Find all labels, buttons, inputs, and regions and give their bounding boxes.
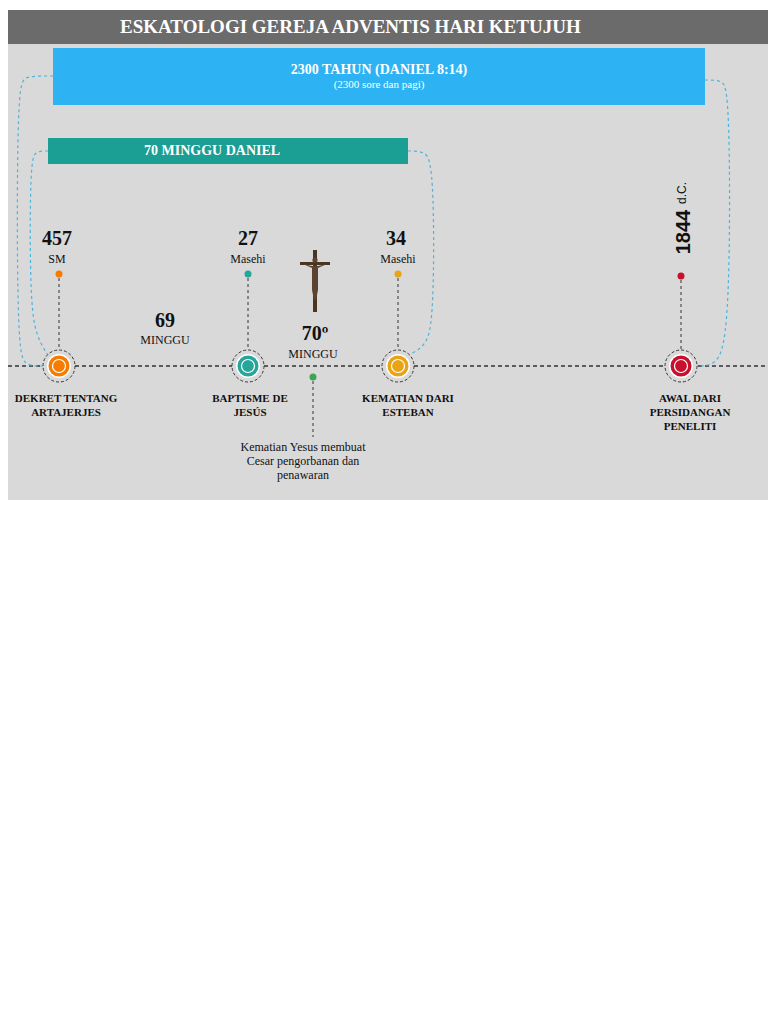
bracket-connector [697,80,730,366]
timeline-line [698,365,768,366]
circle-inner-ring [53,360,66,373]
circle-outline [232,350,264,382]
event-label: AWAL DARI PERSIDANGAN PENELITI [633,392,747,433]
year-dot [678,273,685,280]
circle-outline [382,350,414,382]
event-label: KEMATIAN DARI ESTEBAN [354,392,462,420]
leader-line [681,280,682,349]
number-label: 457 [40,227,74,250]
event-circle: BAPTISME DE JESÚS [231,349,265,383]
unit-label: d.C. [676,180,690,206]
circle-fill [388,356,409,377]
number-label: 69 [153,309,177,332]
circle-marker [381,349,415,383]
circle-fill [238,356,259,377]
event-circle: DEKRET TENTANG ARTAJERJES [42,349,76,383]
number-label: 34 [384,227,408,250]
event-dot [310,374,317,381]
timeline-connector [414,365,665,366]
unit-label: MINGGU [286,348,339,362]
circle-inner-ring [392,360,405,373]
event-note: Kematian Yesus membuat Cesar pengorbanan… [226,441,380,482]
bracket-connector [17,76,53,366]
circle-fill [671,356,692,377]
period-band: 70 MINGGU DANIEL [48,138,408,164]
bracket-connector [30,151,48,355]
year-dot [56,271,63,278]
unit-label: Masehi [228,253,267,267]
band-heading: 70 MINGGU DANIEL [144,143,402,160]
circle-fill [49,356,70,377]
circle-marker [664,349,698,383]
diagram-title: ESKATOLOGI GEREJA ADVENTIS HARI KETUJUH [8,10,768,44]
unit-label: SM [46,253,67,267]
timeline-connector [264,365,382,366]
circle-marker [42,349,76,383]
leader-line [398,278,399,349]
number-label: 70º [300,322,331,345]
leader-line [313,381,314,437]
circle-inner-ring [675,360,688,373]
year-dot [245,271,252,278]
timeline-connector [75,365,232,366]
circle-ring [386,354,410,378]
event-label: BAPTISME DE JESÚS [207,392,293,420]
circle-ring [47,354,71,378]
band-subtitle: (2300 sore dan pagi) [59,78,699,91]
period-band: 2300 TAHUN (DANIEL 8:14)(2300 sore dan p… [53,48,705,105]
unit-label: MINGGU [138,334,191,348]
event-circle: AWAL DARI PERSIDANGAN PENELITI [664,349,698,383]
band-heading: 2300 TAHUN (DANIEL 8:14) [59,62,699,79]
circle-marker [231,349,265,383]
circle-inner-ring [242,360,255,373]
circle-outline [665,350,697,382]
number-label: 27 [236,227,260,250]
circle-ring [236,354,260,378]
event-label: DEKRET TENTANG ARTAJERJES [13,392,119,420]
circle-ring [669,354,693,378]
leader-line [59,278,60,349]
unit-label: Masehi [378,253,417,267]
crucifix [300,250,330,312]
year-dot [395,271,402,278]
event-circle: KEMATIAN DARI ESTEBAN [381,349,415,383]
leader-line [248,278,249,349]
circle-outline [43,350,75,382]
number-label: 1844 [672,208,695,257]
